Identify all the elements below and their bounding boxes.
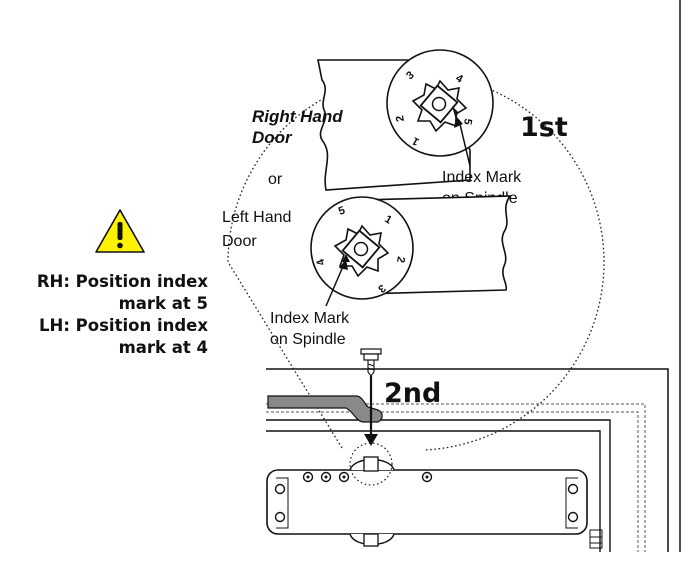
warning-line-1: RH: Position index [37, 272, 209, 291]
right-hand-door-label-line2: Door [252, 128, 293, 147]
step-2nd-label: 2nd [384, 378, 441, 409]
right-hand-door-label-line1: Right Hand [252, 107, 343, 126]
index-mark-label-upper-line1: Index Mark [442, 169, 522, 186]
warning-exclamation-bar [117, 222, 123, 240]
spindle-screw [360, 348, 382, 377]
index-mark-label-lower-line2: on Spindle [270, 331, 346, 348]
upper-index-mark [452, 106, 458, 120]
hinge-detail [589, 529, 603, 549]
upper-spindle-center [431, 96, 447, 112]
upper-dial-number-5: 5 [461, 117, 474, 125]
step-1st-label: 1st [520, 112, 568, 143]
closer-arm [267, 395, 383, 423]
index-mark-arrowhead-upper [454, 116, 463, 128]
index-mark-arrowhead-lower [339, 259, 348, 270]
warning-line-3: LH: Position index [39, 316, 208, 335]
left-hand-door-label-line2: Door [222, 233, 257, 250]
door-frame [266, 368, 669, 552]
lower-dial-number-1: 1 [383, 213, 394, 226]
warning-block: RH: Position index mark at 5 LH: Positio… [37, 209, 209, 357]
frame-inner-line-2 [266, 430, 601, 552]
left-hand-door-view: 5 1 2 3 4 Left Hand Door Index Mark on S… [222, 195, 512, 348]
index-mark-pointer-lower [325, 263, 345, 307]
lower-index-mark [342, 254, 350, 262]
upper-dial-number-2: 2 [394, 114, 407, 122]
spindle-top [363, 456, 379, 472]
frame-stop-dashed-1 [266, 403, 646, 552]
upper-dial-number-1: 1 [410, 134, 421, 147]
magnifier-callout-outline [227, 73, 605, 451]
magnifier-lens-circle [349, 442, 393, 486]
lower-dial-number-2: 2 [394, 255, 407, 263]
warning-line-4: mark at 4 [119, 338, 208, 357]
index-mark-pointer-upper [458, 119, 471, 167]
lower-dial-number-5: 5 [337, 204, 347, 217]
lower-spindle-center [353, 241, 369, 257]
right-hand-door-view: 3 4 5 2 1 Right Hand Door or Index Mark … [252, 49, 568, 207]
left-hand-door-label-line1: Left Hand [222, 209, 291, 226]
frame-stop-dashed-2 [266, 411, 639, 552]
index-mark-label-lower-line1: Index Mark [270, 310, 350, 327]
door-closer-body [266, 456, 588, 547]
or-label: or [268, 171, 283, 188]
lower-dial-number-4: 4 [314, 256, 328, 267]
warning-line-2: mark at 5 [119, 294, 208, 313]
warning-exclamation-dot [117, 242, 123, 249]
frame-outer-line [266, 368, 669, 552]
install-arrow [364, 376, 378, 446]
spindle-bottom [363, 533, 379, 547]
